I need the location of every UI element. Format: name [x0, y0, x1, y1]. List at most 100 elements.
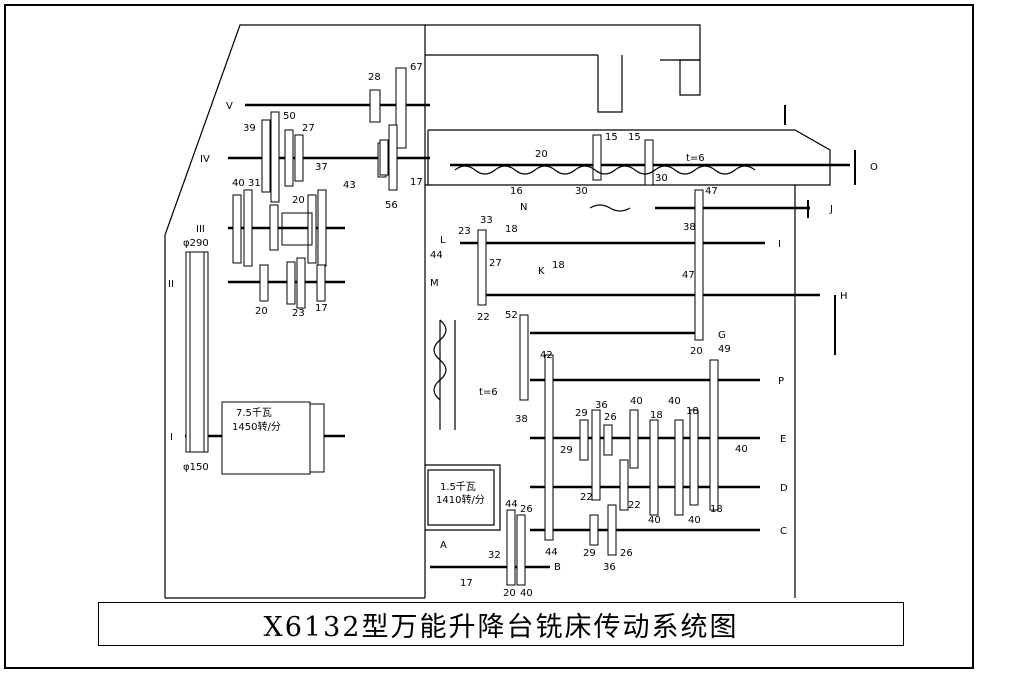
- svg-text:20: 20: [503, 588, 516, 599]
- svg-text:33: 33: [480, 215, 493, 226]
- svg-text:II: II: [168, 279, 174, 290]
- svg-text:17: 17: [315, 303, 328, 314]
- svg-text:C: C: [780, 526, 787, 537]
- svg-text:20: 20: [292, 195, 305, 206]
- svg-text:38: 38: [683, 222, 696, 233]
- svg-text:N: N: [520, 202, 527, 213]
- svg-text:50: 50: [283, 111, 296, 122]
- svg-text:29: 29: [560, 445, 573, 456]
- svg-text:17: 17: [410, 177, 423, 188]
- svg-text:t=6: t=6: [479, 387, 498, 398]
- svg-text:G: G: [718, 330, 726, 341]
- svg-text:23: 23: [458, 226, 471, 237]
- svg-text:18: 18: [686, 406, 699, 417]
- gear-labels: 28 67 39 50 27 56 17 40 31 20 37 43 20 2…: [183, 62, 748, 599]
- svg-text:36: 36: [603, 562, 616, 573]
- svg-text:15: 15: [605, 132, 618, 143]
- svg-text:32: 32: [488, 550, 501, 561]
- outer-frame: [4, 4, 974, 669]
- svg-text:44: 44: [505, 499, 518, 510]
- main-motor: [221, 401, 325, 475]
- svg-text:22: 22: [477, 312, 490, 323]
- svg-text:1.5千瓦: 1.5千瓦: [440, 481, 476, 493]
- svg-text:E: E: [780, 434, 786, 445]
- shaft-labels: V IV III II I I G P E D C B A H J O K L …: [168, 101, 878, 573]
- svg-text:1450转/分: 1450转/分: [232, 420, 281, 433]
- svg-text:27: 27: [489, 258, 502, 269]
- feed-shafts: [430, 163, 850, 569]
- svg-text:47: 47: [705, 186, 718, 197]
- svg-text:I: I: [778, 239, 781, 250]
- svg-text:20: 20: [535, 149, 548, 160]
- svg-text:φ290: φ290: [183, 238, 209, 249]
- svg-text:40: 40: [648, 515, 661, 526]
- svg-text:I: I: [170, 432, 173, 443]
- svg-text:23: 23: [292, 308, 305, 319]
- svg-text:44: 44: [430, 250, 443, 261]
- svg-text:40: 40: [232, 178, 245, 189]
- svg-text:49: 49: [718, 344, 731, 355]
- svg-text:D: D: [780, 483, 788, 494]
- svg-text:43: 43: [343, 180, 356, 191]
- svg-text:29: 29: [575, 408, 588, 419]
- svg-text:22: 22: [628, 500, 641, 511]
- body-outline: [164, 24, 701, 598]
- svg-text:26: 26: [620, 548, 633, 559]
- svg-text:18: 18: [710, 504, 723, 515]
- svg-text:III: III: [196, 224, 205, 235]
- svg-text:37: 37: [315, 162, 328, 173]
- svg-text:17: 17: [460, 578, 473, 589]
- svg-text:P: P: [778, 376, 784, 387]
- svg-text:40: 40: [668, 396, 681, 407]
- spindle-gears: [185, 67, 407, 453]
- diagram-caption: X6132型万能升降台铣床传动系统图: [98, 602, 904, 646]
- svg-text:40: 40: [688, 515, 701, 526]
- svg-text:H: H: [840, 291, 848, 302]
- svg-text:V: V: [226, 101, 233, 112]
- svg-text:7.5千瓦: 7.5千瓦: [236, 407, 272, 419]
- svg-text:26: 26: [604, 412, 617, 423]
- svg-text:26: 26: [520, 504, 533, 515]
- svg-text:18: 18: [552, 260, 565, 271]
- svg-text:27: 27: [302, 123, 315, 134]
- svg-text:B: B: [554, 562, 561, 573]
- svg-text:22: 22: [580, 492, 593, 503]
- svg-text:56: 56: [385, 200, 398, 211]
- handwheels: [784, 105, 856, 355]
- svg-text:44: 44: [545, 547, 558, 558]
- svg-text:φ150: φ150: [183, 462, 209, 473]
- svg-text:J: J: [829, 204, 833, 215]
- svg-text:28: 28: [368, 72, 381, 83]
- svg-text:18: 18: [650, 410, 663, 421]
- svg-text:36: 36: [595, 400, 608, 411]
- svg-text:20: 20: [690, 346, 703, 357]
- svg-text:18: 18: [505, 224, 518, 235]
- svg-text:38: 38: [515, 414, 528, 425]
- svg-text:39: 39: [243, 123, 256, 134]
- svg-text:67: 67: [410, 62, 423, 73]
- svg-text:15: 15: [628, 132, 641, 143]
- svg-text:29: 29: [583, 548, 596, 559]
- leadscrews: [433, 165, 756, 430]
- svg-text:47: 47: [682, 270, 695, 281]
- svg-text:40: 40: [520, 588, 533, 599]
- svg-text:31: 31: [248, 178, 261, 189]
- svg-text:30: 30: [575, 186, 588, 197]
- svg-text:42: 42: [540, 350, 553, 361]
- svg-text:20: 20: [255, 306, 268, 317]
- svg-text:40: 40: [735, 444, 748, 455]
- svg-text:52: 52: [505, 310, 518, 321]
- svg-text:K: K: [538, 266, 545, 277]
- svg-text:A: A: [440, 540, 447, 551]
- svg-text:40: 40: [630, 396, 643, 407]
- svg-text:O: O: [870, 162, 878, 173]
- feed-gears: [379, 134, 719, 586]
- svg-text:M: M: [430, 278, 439, 289]
- svg-text:1410转/分: 1410转/分: [436, 493, 485, 506]
- svg-text:IV: IV: [200, 154, 210, 165]
- svg-text:t=6: t=6: [686, 153, 705, 164]
- svg-text:16: 16: [510, 186, 523, 197]
- svg-text:30: 30: [655, 173, 668, 184]
